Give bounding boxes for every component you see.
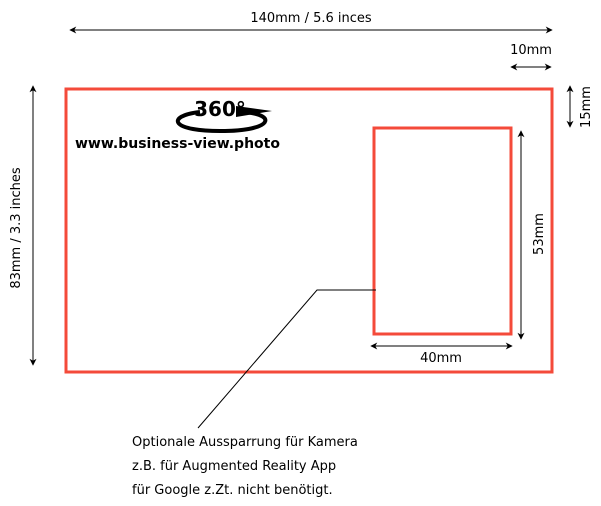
rotate-arrow-icon — [176, 110, 268, 134]
width-label: 140mm / 5.6 inces — [250, 11, 372, 26]
note-line-3: für Google z.Zt. nicht benötigt. — [132, 483, 333, 498]
note-line-2: z.B. für Augmented Reality App — [132, 459, 336, 474]
margin-top-label: 15mm — [579, 86, 594, 128]
website-url: www.business-view.photo — [75, 136, 280, 152]
margin-right-label: 10mm — [510, 43, 552, 58]
cutout-height-label: 53mm — [532, 213, 547, 255]
leader-line — [197, 289, 376, 429]
cutout-width-label: 40mm — [420, 351, 462, 366]
camera-cutout — [372, 126, 513, 336]
logo-360: 360° — [176, 97, 272, 134]
note-line-1: Optionale Aussparrung für Kamera — [132, 435, 358, 450]
card-outline — [64, 87, 554, 374]
height-label: 83mm / 3.3 inches — [9, 167, 24, 289]
